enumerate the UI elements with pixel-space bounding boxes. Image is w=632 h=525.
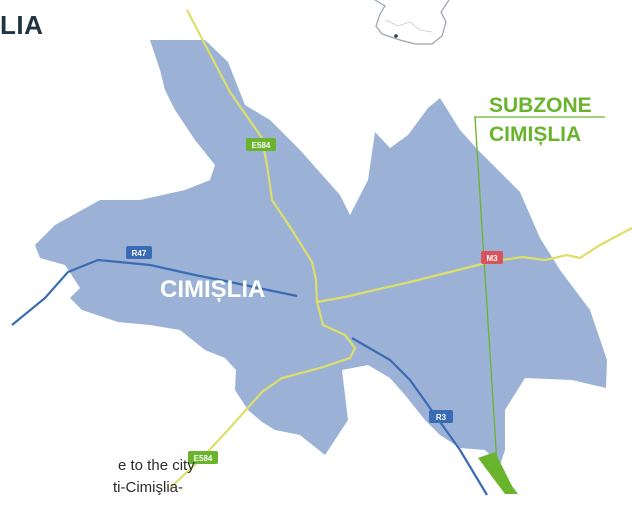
svg-text:E584: E584	[194, 454, 213, 463]
m3-road	[316, 227, 632, 304]
locator-dot	[394, 34, 398, 38]
road-tag-r47: R47	[126, 246, 152, 259]
subzone-area	[478, 452, 518, 494]
map-title: LIA	[0, 10, 44, 40]
description-line-2: ti-Cimişlia-	[113, 479, 183, 496]
svg-text:M3: M3	[486, 254, 498, 263]
e584-road	[169, 9, 357, 489]
town-label: CIMIȘLIA	[160, 276, 265, 303]
road-tag-m3: M3	[481, 251, 503, 264]
svg-text:SUBZONE: SUBZONE	[489, 94, 592, 117]
subzone-label: SUBZONE CIMIȘLIA	[474, 94, 605, 146]
description-line-1: e to the city	[118, 457, 195, 474]
road-tag-e584-bottom: E584	[188, 451, 218, 464]
road-tag-e584-top: E584	[246, 138, 276, 151]
svg-text:R3: R3	[436, 413, 447, 422]
svg-text:E584: E584	[252, 141, 271, 150]
locator-map	[374, 0, 450, 45]
town-area	[35, 40, 607, 465]
subzone-boundary	[474, 116, 499, 481]
svg-text:CIMIȘLIA: CIMIȘLIA	[489, 123, 581, 146]
road-tag-r3: R3	[429, 410, 453, 423]
svg-text:R47: R47	[132, 249, 147, 258]
r47-road	[11, 258, 298, 326]
